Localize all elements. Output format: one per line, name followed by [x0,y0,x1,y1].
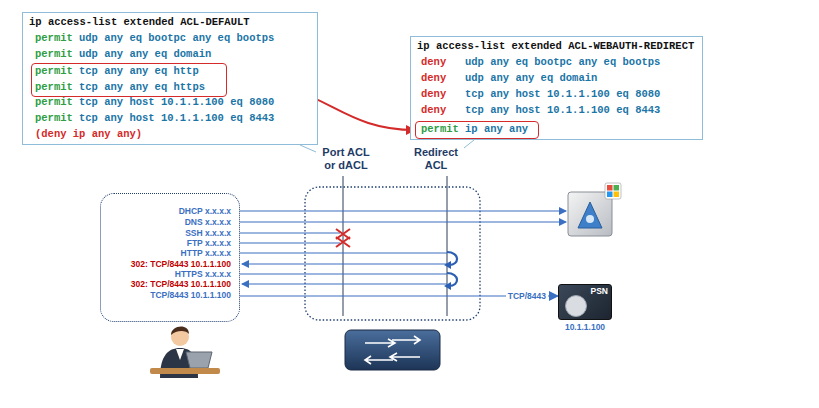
server-icon [568,183,621,236]
acl-header: ip access-list extended ACL-DEFAULT [29,16,250,29]
acl-rule: (deny ip any any) [35,128,142,141]
acl-box: ip access-list extended ACL-DEFAULT permi… [22,12,318,145]
flow-label: HTTP x.x.x.x [181,248,231,259]
flow-line [242,263,447,264]
acl-keyword: deny [421,104,446,117]
traffic-flows [240,211,566,284]
acl-rule: tcp any any eq http [79,65,199,78]
flow-label: FTP x.x.x.x [187,238,231,249]
acl-rule: udp any any eq domain [465,72,597,85]
connector-label: TCP/8443 [506,291,548,302]
acl-rule: tcp any host 10.1.1.100 eq 8443 [465,104,660,117]
acl-rule: udp any eq bootpc any eq bootps [465,56,660,69]
server-emblem [565,295,587,317]
redirect-head [444,261,451,290]
acl-rule: ip any any [465,123,528,136]
acl-keyword: permit [421,123,459,136]
flow-line [240,242,340,243]
leader-line [464,140,474,148]
server-name: PSN [591,286,608,297]
acl-label: Redirect ACL [414,146,458,172]
acl-rule: tcp any any eq https [79,81,205,94]
acl-rule: tcp any host 10.1.1.100 eq 8080 [79,96,274,109]
flow-label: DNS x.x.x.x [185,217,231,228]
flow-label: TCP/8443 10.1.1.100 [150,290,231,301]
server-ip: 10.1.1.100 [565,322,605,333]
flow-line [240,232,340,233]
acl-keyword: permit [35,48,73,61]
flow-line [240,252,447,253]
acl-rule: udp any any eq domain [79,48,211,61]
flow-label: 302: TCP/8443 10.1.1.100 [131,279,231,290]
psn-server: PSN10.1.1.100 [558,284,612,320]
flow-line [240,221,566,222]
flow-line [240,273,447,274]
acl-keyword: permit [35,96,73,109]
redirect-symbol [447,252,457,286]
acl-keyword: permit [35,65,73,78]
flow-line [240,210,566,211]
client-region: DHCP x.x.x.xDNS x.x.x.xSSH x.x.x.xFTP x.… [100,193,240,322]
acl-box: ip access-list extended ACL-WEBAUTH-REDI… [410,36,703,140]
leader-line [300,145,316,152]
highlight-box: permit ip any any [415,121,539,139]
user-icon [150,327,220,378]
acl-rule: tcp any host 10.1.1.100 eq 8080 [465,88,660,101]
flow-line [242,283,447,284]
flow-label: HTTPS x.x.x.x [175,269,231,280]
acl-rule: udp any eq bootpc any eq bootps [79,32,274,45]
switch-icon [345,330,440,370]
blocked-mark [336,229,350,247]
acl-label: Port ACL or dACL [318,146,374,172]
acl-boundary [343,176,344,316]
acl-header: ip access-list extended ACL-WEBAUTH-REDI… [417,40,694,53]
flow-label: SSH x.x.x.x [185,228,231,239]
acl-keyword: permit [35,32,73,45]
acl-rule: tcp any host 10.1.1.100 eq 8443 [79,112,274,125]
acl-keyword: permit [35,112,73,125]
flow-label: DHCP x.x.x.x [179,206,231,217]
acl-keyword: deny [421,72,446,85]
acl-keyword: deny [421,56,446,69]
acl-keyword: permit [35,81,73,94]
acl-boundary [447,176,448,316]
flow-label: 302: TCP/8443 10.1.1.100 [131,259,231,270]
acl-keyword: deny [421,88,446,101]
highlight-box: permit tcp any any eq http permit tcp any a… [31,63,227,97]
